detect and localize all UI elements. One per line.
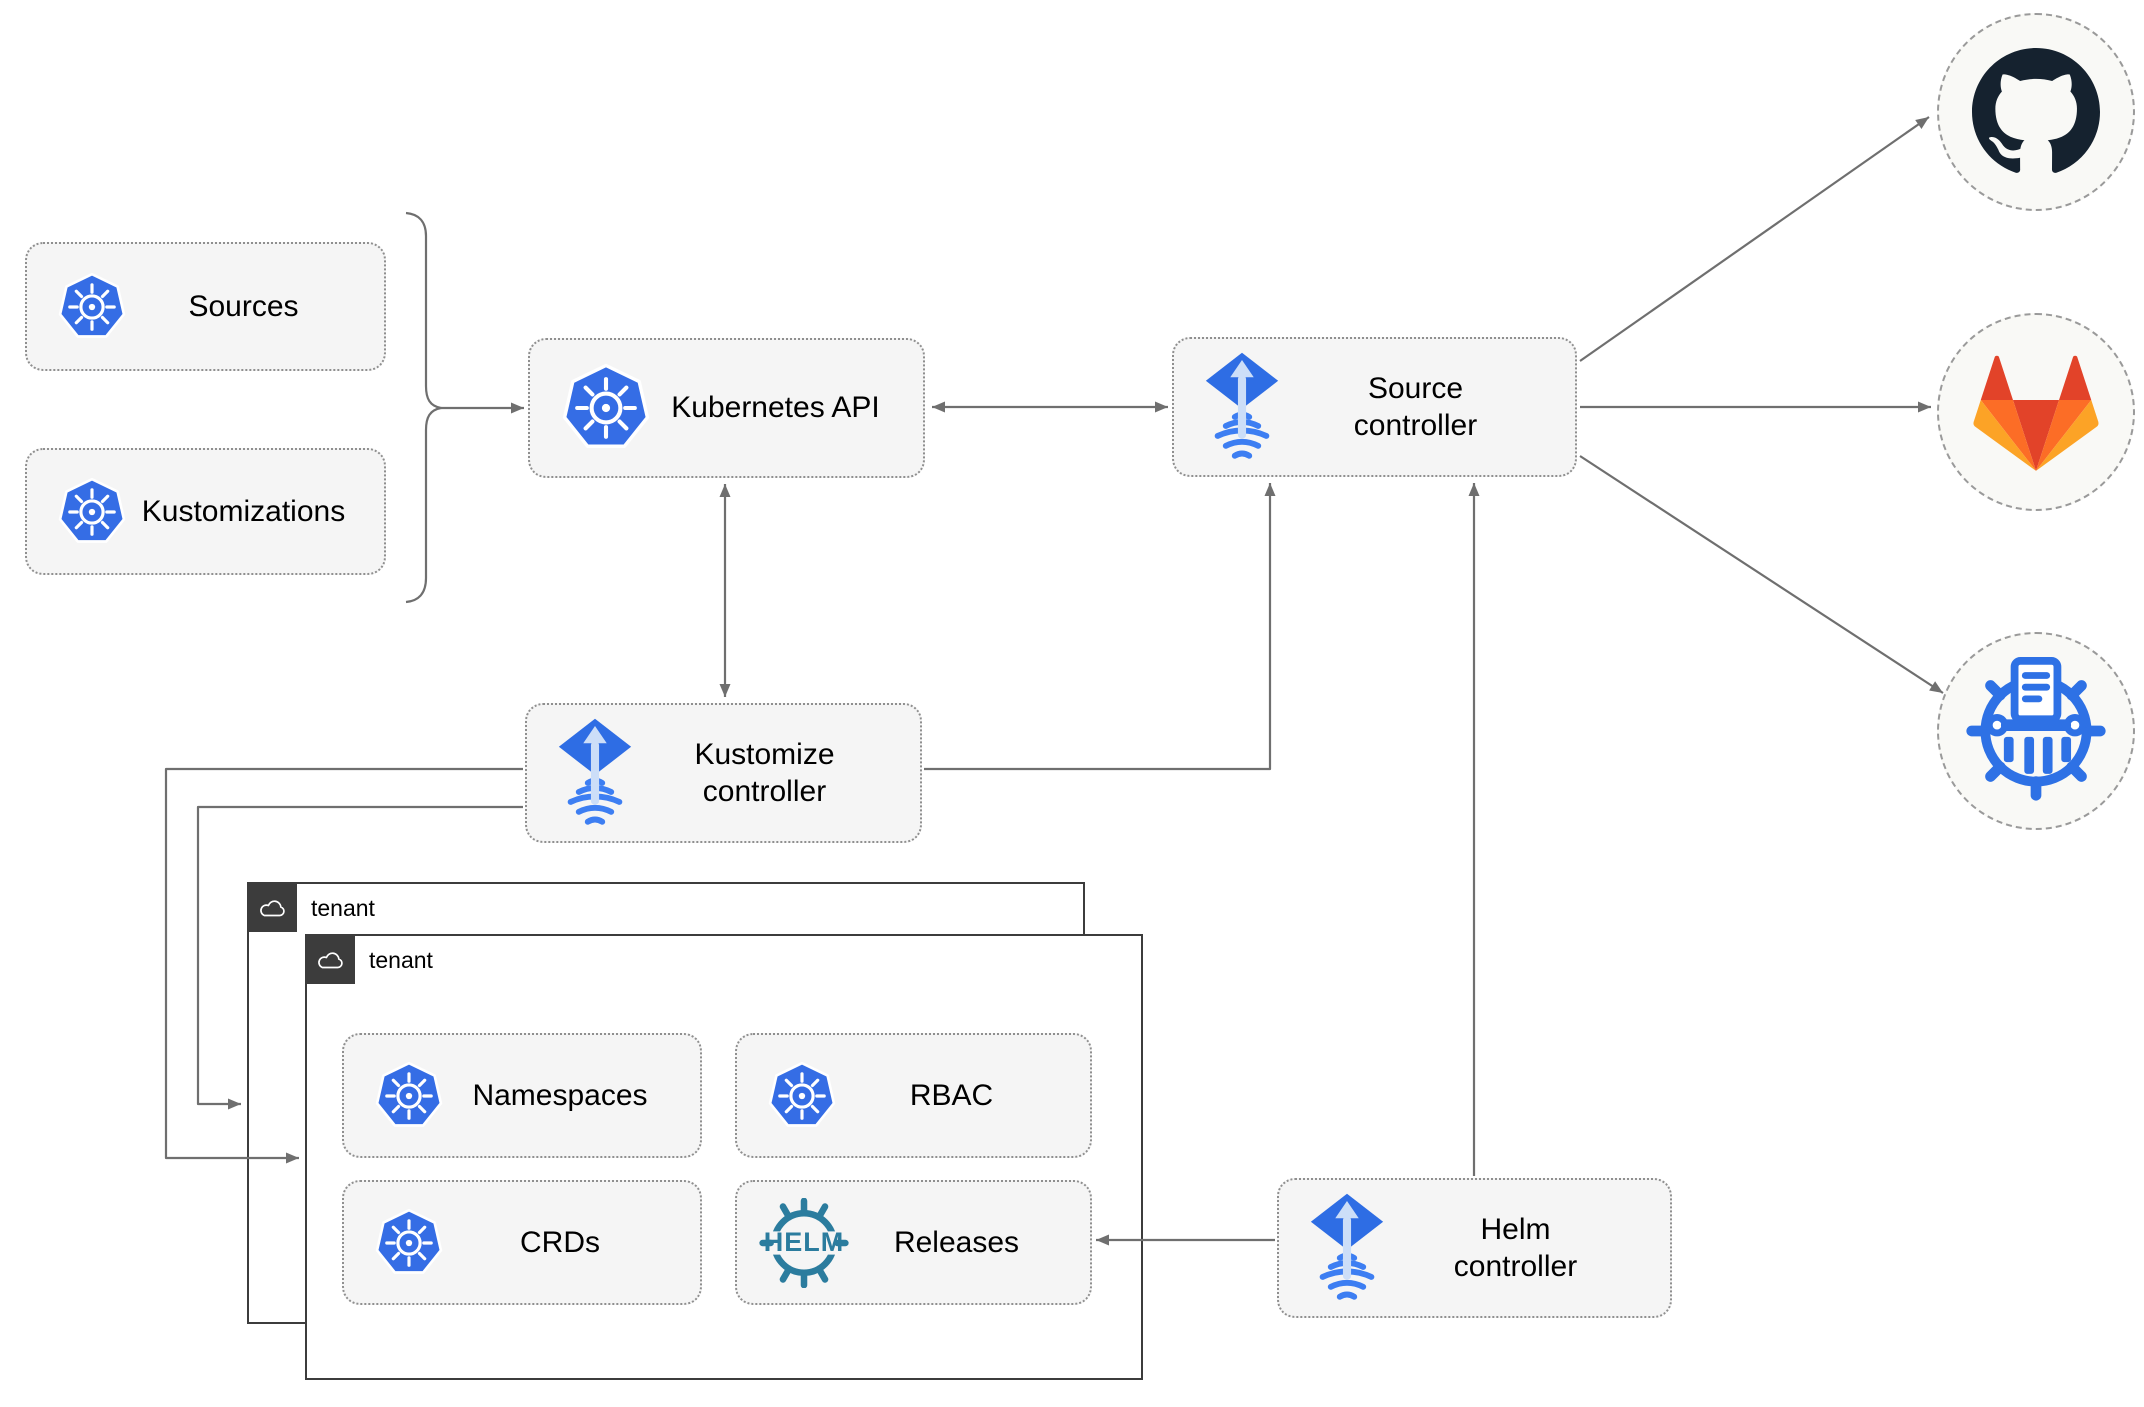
brace-sources-group <box>405 211 443 604</box>
node-label: CRDs <box>520 1225 600 1259</box>
cloud-icon <box>314 948 346 971</box>
arrow-source-to-chartmuseum <box>1579 455 1944 694</box>
gitlab-tanuki-icon <box>1961 337 2111 487</box>
helm-logo-text: HELM <box>763 1226 845 1257</box>
cloud-tab <box>305 934 355 984</box>
node-label: Sources <box>188 289 299 323</box>
tenant-container-front[interactable]: tenant Namespaces RBAC CRDs HELM Release… <box>305 934 1143 1380</box>
node-label: Kustomize controller <box>694 737 835 809</box>
flux-icon <box>1307 1192 1387 1304</box>
node-label: Namespaces <box>472 1078 648 1112</box>
gitlab-target[interactable] <box>1937 313 2135 511</box>
cloud-icon <box>256 896 288 919</box>
flux-icon <box>555 717 635 829</box>
kubernetes-icon <box>372 1206 446 1280</box>
tenant-label: tenant <box>369 946 433 973</box>
cloud-tab <box>247 882 297 932</box>
kubernetes-icon <box>372 1059 446 1133</box>
helm-icon: HELM <box>759 1198 849 1288</box>
chartmuseum-icon <box>1962 657 2110 805</box>
flux-icon <box>1202 351 1282 463</box>
node-label: Kustomizations <box>141 494 346 528</box>
node-label: Kubernetes API <box>671 391 880 425</box>
kubernetes-api-box[interactable]: Kubernetes API <box>528 338 925 478</box>
github-octocat-icon <box>1972 48 2100 176</box>
github-target[interactable] <box>1937 13 2135 211</box>
node-label: Releases <box>893 1225 1020 1259</box>
kustomize-controller-box[interactable]: Kustomize controller <box>525 703 922 843</box>
releases-box[interactable]: HELM Releases <box>735 1180 1092 1305</box>
kustomizations-box[interactable]: Kustomizations <box>25 448 386 575</box>
arrow-source-to-github <box>1579 116 1930 362</box>
kubernetes-icon <box>765 1059 839 1133</box>
namespaces-box[interactable]: Namespaces <box>342 1033 702 1158</box>
kubernetes-icon <box>55 270 129 344</box>
kubernetes-icon <box>55 475 129 549</box>
sources-box[interactable]: Sources <box>25 242 386 371</box>
chartmuseum-target[interactable] <box>1937 632 2135 830</box>
tenant-label: tenant <box>311 894 375 921</box>
node-label: Source controller <box>1353 371 1478 443</box>
rbac-box[interactable]: RBAC <box>735 1033 1092 1158</box>
node-label: Helm controller <box>1453 1212 1578 1284</box>
node-label: RBAC <box>909 1078 994 1112</box>
source-controller-box[interactable]: Source controller <box>1172 337 1577 477</box>
arrow-kustomize-to-source <box>924 483 1276 771</box>
helm-controller-box[interactable]: Helm controller <box>1277 1178 1672 1318</box>
kubernetes-icon <box>558 360 654 456</box>
crds-box[interactable]: CRDs <box>342 1180 702 1305</box>
